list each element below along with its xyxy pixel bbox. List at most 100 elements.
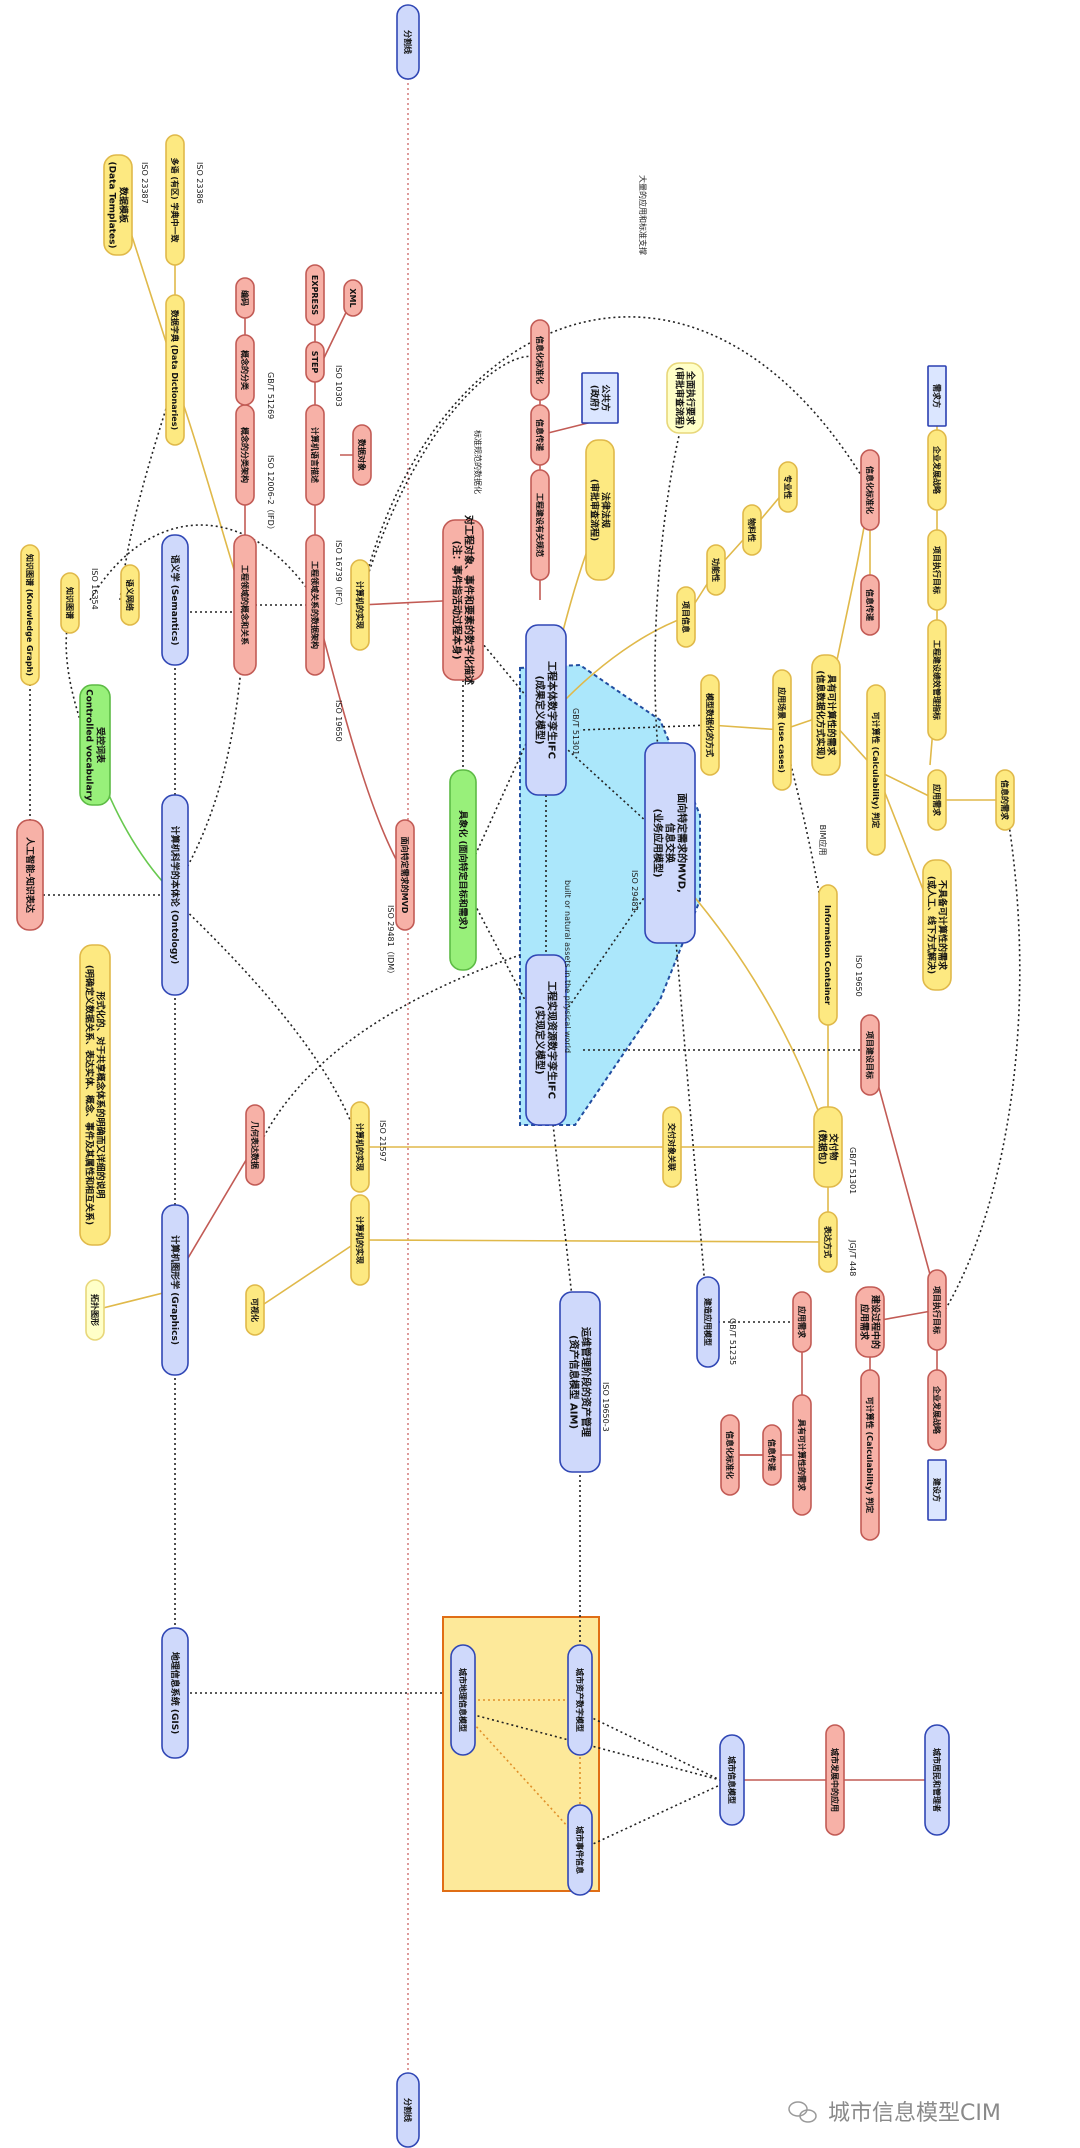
node-opts-text: 项目建设目标 xyxy=(865,1031,875,1079)
node-ai-text: 人工智能-知识表达 xyxy=(24,836,36,913)
standard-label: ISO 19650 xyxy=(854,955,863,997)
node-app_req: 应用需求 xyxy=(927,769,947,831)
node-ent_strategy2: 企业发展战略 xyxy=(927,1369,947,1451)
node-build_model: 建造应用模型 xyxy=(696,1276,720,1368)
node-info_trans2: 信息传递 xyxy=(530,404,550,466)
node-semantics-text: 语义学 (Semantics) xyxy=(169,555,181,646)
node-semantics: 语义学 (Semantics) xyxy=(161,534,189,666)
node-data_dict: 数据字典 (Data Dictionaries) xyxy=(165,294,185,446)
node-calc2-text: 可计算性 (Calculability) 判定 xyxy=(865,1397,875,1513)
node-public-text: 公共方 xyxy=(599,384,611,411)
node-delivery-text: (数据包) xyxy=(816,1129,828,1164)
node-proj_goal2: 项目执行目标 xyxy=(927,1269,947,1351)
node-city_model: 城市信息模型 xyxy=(719,1734,745,1826)
node-kg_cause-text: 知识图谱 xyxy=(65,587,75,619)
node-city_event: 城市事件信息 xyxy=(567,1804,593,1896)
node-ent_strategy: 企业发展战略 xyxy=(927,429,947,511)
node-proj_info-text: 项目信息 xyxy=(681,601,691,633)
node-gov_req: 全面执行要求(审批审查流程) xyxy=(666,362,704,434)
node-comp_data-text: 数据对象 xyxy=(357,439,367,471)
node-proj_goal2-text: 项目执行目标 xyxy=(932,1286,942,1334)
node-public-text: (政府) xyxy=(588,385,600,411)
node-onto_desc: 形式化的、对于共享概念体系的明确而又详细的说明(明确定义数据关系、表达实体、概念… xyxy=(79,944,111,1246)
node-eng_perf: 工程建设绩效管理指标 xyxy=(927,619,947,741)
node-mvd-text: 面向特定需求的MVD, xyxy=(676,793,689,893)
node-no_calc-text: (或人工、线下方式解决) xyxy=(925,876,937,974)
node-city_gov-text: 城市发展中的应用 xyxy=(830,1748,840,1812)
node-info_std2-text: 信息化标准化 xyxy=(535,336,545,384)
standard-label: ISO 29481 xyxy=(630,870,639,912)
node-ontology: 计算机科学的本体论 (Ontology) xyxy=(161,794,189,996)
standard-label: GB/T 51301 xyxy=(848,1147,857,1194)
node-concept_class: 概念的分类架构 xyxy=(235,404,255,506)
node-calc_data: 具有可计算性的需求(信息数据化方式实现) xyxy=(811,654,841,776)
standard-label: JGJ/T 448 xyxy=(848,1239,857,1276)
node-calc_arch-text: 计算机语言描述 xyxy=(310,427,320,483)
node-eng_object-text: 对工程对象、事件和要素的数字化描述 xyxy=(463,515,476,685)
node-divider_bottom-text: 分割线 xyxy=(403,2098,413,2122)
node-concept_class-text: 概念的分类架构 xyxy=(240,427,250,483)
node-comp_data: 数据对象 xyxy=(352,424,372,486)
node-topo: 拓扑图形 xyxy=(85,1279,105,1341)
standard-label: ISO 12006-2（IFD） xyxy=(266,455,275,534)
standard-label: ISO 19650-3 xyxy=(601,1382,610,1432)
node-graphics-text: 计算机图形学 (Graphics) xyxy=(169,1235,181,1345)
node-calc_data-text: (信息数据化方式实现) xyxy=(814,670,826,759)
standard-label: ISO 23386 xyxy=(195,162,204,204)
node-demand-text: 需求方 xyxy=(932,384,942,408)
node-calc2: 可计算性 (Calculability) 判定 xyxy=(860,1369,880,1541)
standard-label: ISO 19650 xyxy=(334,700,343,742)
node-no_calc-text: 不具备可计算性的需求 xyxy=(936,880,948,971)
node-eng_std: 工程建设有关规范 xyxy=(530,469,550,581)
node-encode-text: 编码 xyxy=(240,290,250,306)
node-city_event-text: 城市事件信息 xyxy=(575,1826,585,1874)
node-onto_desc-text: 形式化的、对于共享概念体系的明确而又详细的说明 xyxy=(94,991,106,1198)
node-multi_lang-text: 多语 (有区) 字典中一致 xyxy=(170,158,180,244)
node-eng_object-text: (注：事件指活动过程本身) xyxy=(451,540,464,659)
standard-label: ISO 10303 xyxy=(334,365,343,407)
node-eng_std-text: 工程建设有关规范 xyxy=(535,493,545,557)
node-info_container-text: Information Container xyxy=(823,905,832,1005)
node-ifc_asset: 工程实现资源数字孪生IFC(实现定义模型) xyxy=(525,954,567,1126)
node-topo-text: 拓扑图形 xyxy=(90,1294,100,1326)
node-mvd_side-text: 面向特定需求的MVD xyxy=(400,837,410,914)
node-ifc_product: 工程本体数字孪生IFC(成果定义模型) xyxy=(525,624,567,796)
node-calc-text: 可计算性 (Calculability) 判定 xyxy=(871,712,881,828)
node-knowledge: 知识图谱 (Knowledge Graph) xyxy=(20,544,40,686)
node-delivery-text: 交付物 xyxy=(827,1133,839,1160)
watermark-text: 城市信息模型CIM xyxy=(828,2101,1001,2126)
node-ifc_product-text: (成果定义模型) xyxy=(534,675,547,744)
standard-label: GB/T 51301 xyxy=(571,708,580,755)
node-info_req-text: 信息的需求 xyxy=(1000,780,1010,821)
node-bm_app: BIM应用 xyxy=(818,825,828,856)
node-express-text: EXPRESS xyxy=(310,275,319,316)
node-city_asset-text: 城市资产数字模型 xyxy=(575,1668,585,1732)
node-app_req2-text: 应用需求 xyxy=(797,1306,807,1339)
node-proj_goal-text: 项目执行目标 xyxy=(932,546,942,594)
node-ai: 人工智能-知识表达 xyxy=(16,819,44,931)
node-func-text: 功能性 xyxy=(711,558,721,582)
node-public: 公共方(政府) xyxy=(581,372,619,424)
node-onto_desc-text: (明确定义数据关系、表达实体、概念、事件及其属性和相互关系) xyxy=(83,965,95,1225)
node-city_geo: 城市地理信息模型 xyxy=(450,1644,476,1756)
node-knowledge-text: 知识图谱 (Knowledge Graph) xyxy=(25,554,35,676)
node-info_std2: 信息化标准化 xyxy=(530,319,550,401)
standard-label: built or natural assets in the physical … xyxy=(563,880,572,1053)
node-city_asset: 城市资产数字模型 xyxy=(567,1644,593,1756)
node-opts: 项目建设目标 xyxy=(860,1014,880,1096)
node-step-text: STEP xyxy=(310,351,319,374)
node-divider_bottom: 分割线 xyxy=(396,2072,420,2148)
node-data_tmpl-text: 数据模板 xyxy=(117,187,129,224)
node-comp_impl2-text: 计算机的实现 xyxy=(355,1123,365,1171)
node-prof: 专业性 xyxy=(778,461,798,513)
node-info_trans3: 信息传递 xyxy=(762,1424,782,1486)
node-app_req-text: 应用需求 xyxy=(932,784,942,817)
node-calc_impl-text: 计算机的实现 xyxy=(355,581,365,629)
node-calc_data-text: 具有可计算性的需求 xyxy=(825,673,837,756)
node-data_tmpl: 数据模板(Data Templates) xyxy=(103,154,133,256)
node-ops_model: 运维管理阶段的资产管理(资产信息模型 AIM) xyxy=(559,1291,601,1473)
node-express: EXPRESS xyxy=(305,264,325,326)
